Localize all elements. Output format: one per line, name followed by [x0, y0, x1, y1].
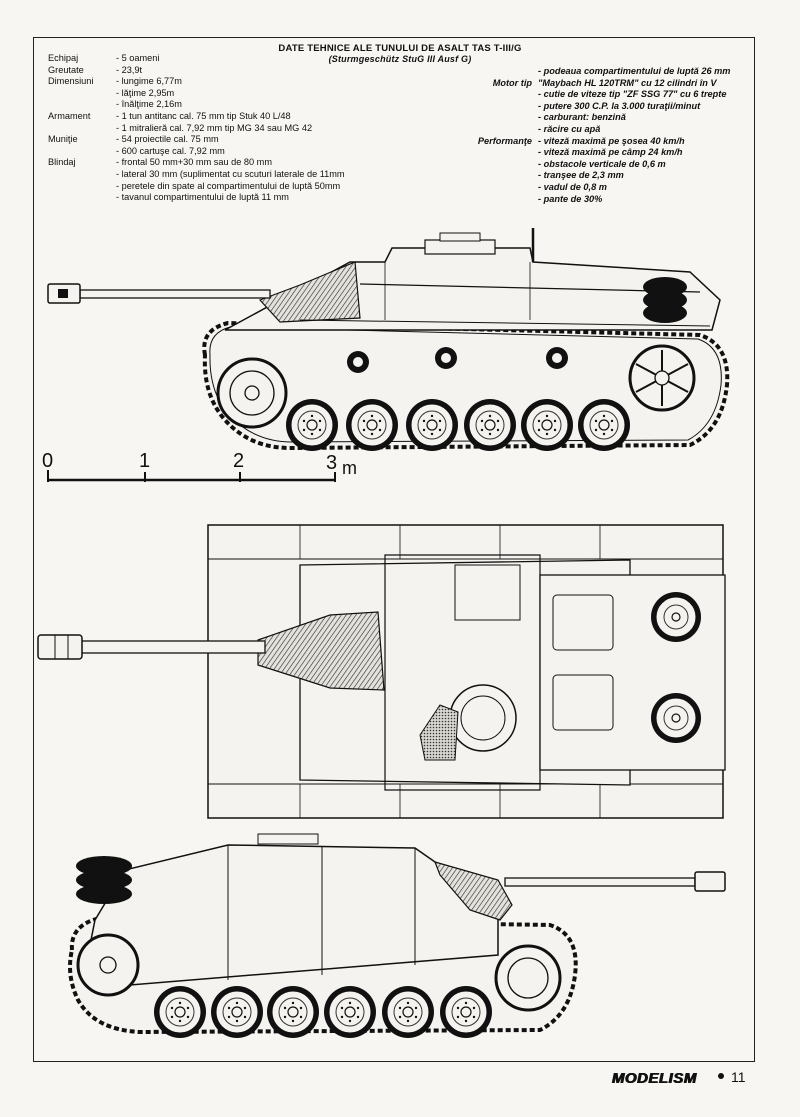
spec-row: - viteză maximă pe câmp 24 km/h — [538, 147, 683, 158]
spec-row: - cutie de viteze tip "ZF SSG 77" cu 6 t… — [538, 89, 727, 100]
spec-row: - vadul de 0,8 m — [538, 181, 607, 192]
spec-row: - carburant: benzină — [538, 112, 626, 123]
scale-tick-3: 3 — [326, 452, 338, 474]
page-number: 11 — [731, 1069, 746, 1085]
spec-row: - podeaua compartimentului de luptă 26 m… — [538, 66, 731, 76]
spec-row: - lăţime 2,95m — [116, 87, 175, 98]
spec-title-line2: (Sturmgeschütz StuG III Ausf G) — [328, 54, 472, 64]
magazine-brand: MODELISM — [612, 1070, 697, 1087]
spec-row: Echipaj- 5 oameni — [48, 53, 160, 63]
bottom-side-view-tank — [68, 833, 726, 1039]
specs-right: - podeaua compartimentului de luptă 26 m… — [452, 66, 731, 205]
spec-row: Armament- 1 tun antitanc cal. 75 mm tip … — [48, 110, 291, 121]
scale-bar — [47, 470, 336, 482]
page-frame — [33, 37, 755, 1062]
bullet-dot — [718, 1073, 724, 1079]
spec-row: - pante de 30% — [538, 193, 603, 204]
spec-row: Muniţie- 54 proiectile cal. 75 mm — [48, 134, 219, 145]
spec-row: Motor tip"Maybach HL 120TRM" cu 12 cilin… — [492, 77, 717, 88]
spec-row: - 600 cartuşe cal. 7,92 mm — [116, 145, 225, 156]
scale-tick-2: 2 — [233, 450, 245, 472]
spec-row: Performanţe- viteză maximă pe şosea 40 k… — [477, 135, 685, 146]
spec-row: - înălţime 2,16m — [116, 99, 182, 110]
spec-title-line1: DATE TEHNICE ALE TUNULUI DE ASALT TAS T-… — [278, 43, 522, 54]
scale-tick-0: 0 — [42, 450, 54, 472]
spec-row: Dimensiuni- lungime 6,77m — [48, 76, 182, 87]
spec-row: - putere 300 C.P. la 3.000 turaţii/minut — [538, 100, 701, 111]
spec-row: - obstacole verticale de 0,6 m — [538, 158, 666, 169]
spec-row: - răcire cu apă — [538, 123, 601, 134]
spec-row: - 1 mitralieră cal. 7,92 mm tip MG 34 sa… — [116, 122, 313, 133]
scale-unit: m — [342, 458, 357, 478]
spec-row: - tranşee de 2,3 mm — [538, 170, 624, 181]
spec-row: Greutate- 23,9t — [48, 64, 143, 75]
spec-row: - peretele din spate al compartimentului… — [116, 180, 341, 191]
specs-left: Echipaj- 5 oameni Greutate- 23,9t Dimens… — [48, 53, 345, 204]
scale-tick-1: 1 — [139, 450, 151, 472]
side-view-tank — [47, 228, 730, 452]
spec-row: - lateral 30 mm (suplimentat cu scuturi … — [116, 168, 345, 179]
top-view-tank — [37, 524, 726, 819]
spec-row: - tavanul compartimentului de luptă 11 m… — [116, 192, 289, 203]
spec-row: Blindaj- frontal 50 mm+30 mm sau de 80 m… — [48, 157, 272, 168]
spec-title: DATE TEHNICE ALE TUNULUI DE ASALT TAS T-… — [210, 43, 590, 65]
